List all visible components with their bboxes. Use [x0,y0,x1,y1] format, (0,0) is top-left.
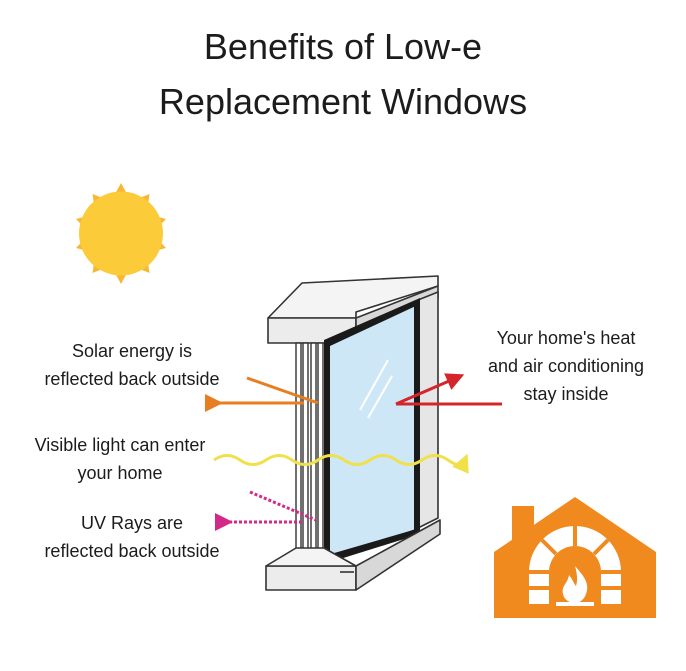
uv-rays-label: UV Rays are reflected back outside [22,509,242,565]
heat-label-line-3: stay inside [523,384,609,404]
solar-energy-label: Solar energy is reflected back outside [22,337,242,393]
house-fireplace-icon [494,497,656,618]
heat-label-line-2: and air conditioning [487,356,645,376]
solar-label-line-2: reflected back outside [44,369,220,389]
visible-light-label: Visible light can enter your home [10,431,230,487]
uv-label-line-2: reflected back outside [44,541,220,561]
uv-rays-arrow [215,490,317,531]
solar-energy-arrow [205,376,319,412]
heat-label-line-1: Your home's heat [496,328,636,348]
title-line-1: Benefits of Low-e [203,26,483,67]
solar-label-line-1: Solar energy is [71,341,193,361]
heat-label: Your home's heat and air conditioning st… [466,324,666,408]
heat-arrow [395,373,502,406]
visible-label-line-2: your home [77,463,163,483]
sun-icon [76,183,166,284]
double-pane-window [265,275,441,591]
uv-label-line-1: UV Rays are [80,513,184,533]
title-line-2: Replacement Windows [158,81,528,122]
visible-label-line-1: Visible light can enter [34,435,206,455]
visible-light-arrow [213,453,469,474]
